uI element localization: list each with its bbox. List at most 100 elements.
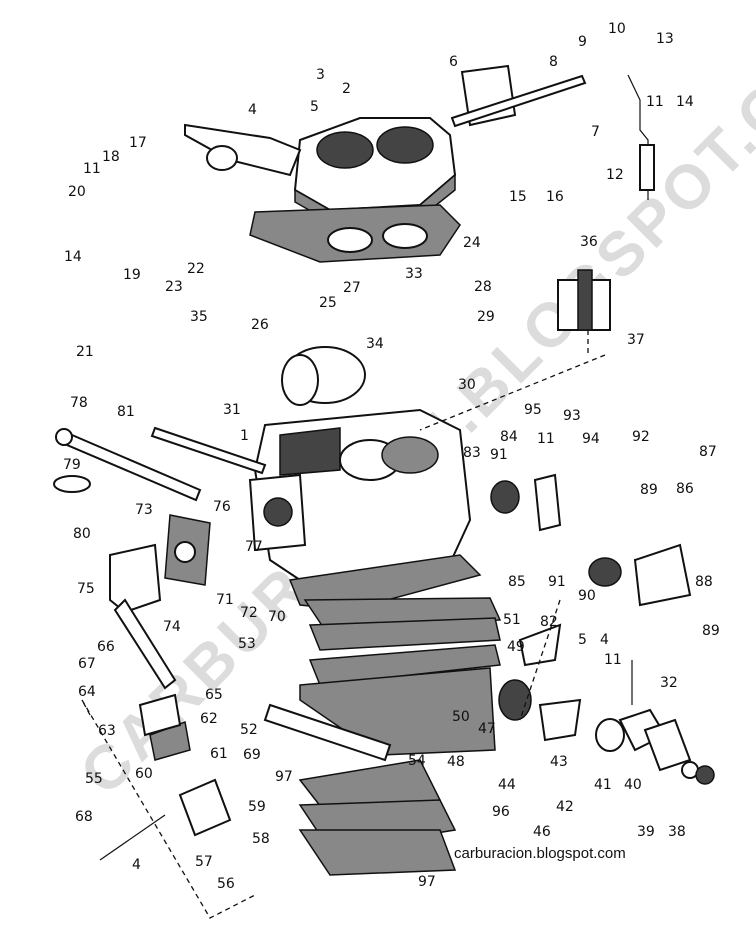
callout-79: 79 bbox=[63, 457, 81, 473]
callout-34: 34 bbox=[366, 336, 384, 352]
callout-65: 65 bbox=[205, 687, 223, 703]
callout-94: 94 bbox=[582, 431, 600, 447]
callout-43: 43 bbox=[550, 754, 568, 770]
callout-31: 31 bbox=[223, 402, 241, 418]
callout-52: 52 bbox=[240, 722, 258, 738]
callout-89: 89 bbox=[640, 482, 658, 498]
callout-30: 30 bbox=[458, 377, 476, 393]
callout-95: 95 bbox=[524, 402, 542, 418]
callout-74: 74 bbox=[163, 619, 181, 635]
callout-14: 14 bbox=[676, 94, 694, 110]
callout-77: 77 bbox=[245, 539, 263, 555]
callout-71: 71 bbox=[216, 592, 234, 608]
callout-5: 5 bbox=[578, 632, 587, 648]
callout-25: 25 bbox=[319, 295, 337, 311]
callout-91: 91 bbox=[490, 447, 508, 463]
callout-59: 59 bbox=[248, 799, 266, 815]
callout-12: 12 bbox=[606, 167, 624, 183]
callout-92: 92 bbox=[632, 429, 650, 445]
callout-67: 67 bbox=[78, 656, 96, 672]
callout-22: 22 bbox=[187, 261, 205, 277]
callout-96: 96 bbox=[492, 804, 510, 820]
source-caption: carburacion.blogspot.com bbox=[454, 845, 626, 862]
callout-11: 11 bbox=[604, 652, 622, 668]
callout-69: 69 bbox=[243, 747, 261, 763]
callout-75: 75 bbox=[77, 581, 95, 597]
callout-4: 4 bbox=[248, 102, 257, 118]
callout-42: 42 bbox=[556, 799, 574, 815]
callout-87: 87 bbox=[699, 444, 717, 460]
callout-11: 11 bbox=[646, 94, 664, 110]
callout-82: 82 bbox=[540, 614, 558, 630]
choke-group-outline bbox=[81, 699, 256, 919]
callout-47: 47 bbox=[478, 721, 496, 737]
callout-23: 23 bbox=[165, 279, 183, 295]
callout-50: 50 bbox=[452, 709, 470, 725]
callout-70: 70 bbox=[268, 609, 286, 625]
callout-36: 36 bbox=[580, 234, 598, 250]
callout-57: 57 bbox=[195, 854, 213, 870]
callout-3: 3 bbox=[316, 67, 325, 83]
callout-11: 11 bbox=[83, 161, 101, 177]
callout-58: 58 bbox=[252, 831, 270, 847]
callout-2: 2 bbox=[342, 81, 351, 97]
callout-89: 89 bbox=[702, 623, 720, 639]
callout-49: 49 bbox=[507, 639, 525, 655]
callout-76: 76 bbox=[213, 499, 231, 515]
callout-44: 44 bbox=[498, 777, 516, 793]
callout-28: 28 bbox=[474, 279, 492, 295]
callout-4: 4 bbox=[600, 632, 609, 648]
callout-93: 93 bbox=[563, 408, 581, 424]
callout-48: 48 bbox=[447, 754, 465, 770]
callout-55: 55 bbox=[85, 771, 103, 787]
callout-97: 97 bbox=[418, 874, 436, 890]
callout-14: 14 bbox=[64, 249, 82, 265]
callout-29: 29 bbox=[477, 309, 495, 325]
callout-20: 20 bbox=[68, 184, 86, 200]
callout-60: 60 bbox=[135, 766, 153, 782]
callout-32: 32 bbox=[660, 675, 678, 691]
callout-18: 18 bbox=[102, 149, 120, 165]
callout-73: 73 bbox=[135, 502, 153, 518]
callout-78: 78 bbox=[70, 395, 88, 411]
callout-90: 90 bbox=[578, 588, 596, 604]
callout-39: 39 bbox=[637, 824, 655, 840]
callout-37: 37 bbox=[627, 332, 645, 348]
callout-26: 26 bbox=[251, 317, 269, 333]
callout-53: 53 bbox=[238, 636, 256, 652]
callout-64: 64 bbox=[78, 684, 96, 700]
callout-54: 54 bbox=[408, 753, 426, 769]
callout-27: 27 bbox=[343, 280, 361, 296]
callout-21: 21 bbox=[76, 344, 94, 360]
callout-62: 62 bbox=[200, 711, 218, 727]
callout-85: 85 bbox=[508, 574, 526, 590]
callout-63: 63 bbox=[98, 723, 116, 739]
callout-40: 40 bbox=[624, 777, 642, 793]
callout-51: 51 bbox=[503, 612, 521, 628]
callout-81: 81 bbox=[117, 404, 135, 420]
callout-5: 5 bbox=[310, 99, 319, 115]
callout-66: 66 bbox=[97, 639, 115, 655]
callout-56: 56 bbox=[217, 876, 235, 892]
callout-33: 33 bbox=[405, 266, 423, 282]
callout-4: 4 bbox=[132, 857, 141, 873]
callout-88: 88 bbox=[695, 574, 713, 590]
callout-16: 16 bbox=[546, 189, 564, 205]
callout-24: 24 bbox=[463, 235, 481, 251]
callout-6: 6 bbox=[449, 54, 458, 70]
callout-80: 80 bbox=[73, 526, 91, 542]
callout-72: 72 bbox=[240, 605, 258, 621]
callout-9: 9 bbox=[578, 34, 587, 50]
choke-shaft bbox=[450, 74, 587, 128]
callout-1: 1 bbox=[240, 428, 249, 444]
callout-19: 19 bbox=[123, 267, 141, 283]
callout-8: 8 bbox=[549, 54, 558, 70]
callout-86: 86 bbox=[676, 481, 694, 497]
callout-17: 17 bbox=[129, 135, 147, 151]
callout-84: 84 bbox=[500, 429, 518, 445]
callout-46: 46 bbox=[533, 824, 551, 840]
callout-68: 68 bbox=[75, 809, 93, 825]
callout-97: 97 bbox=[275, 769, 293, 785]
callout-15: 15 bbox=[509, 189, 527, 205]
